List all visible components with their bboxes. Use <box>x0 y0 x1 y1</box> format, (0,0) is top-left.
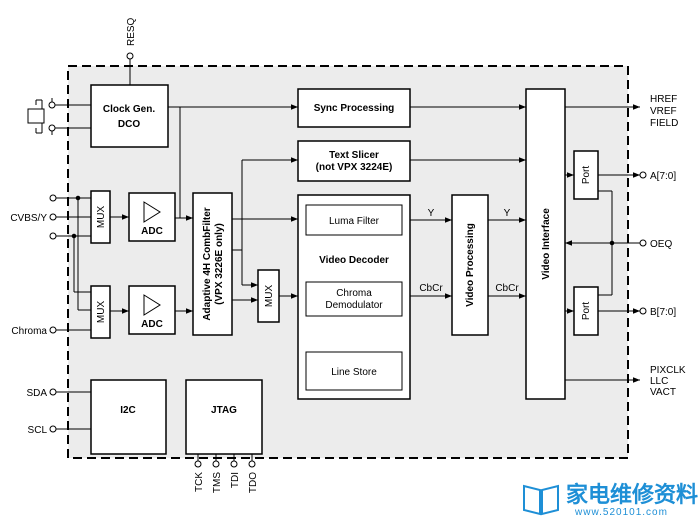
adc-top-label: ADC <box>141 226 163 237</box>
signal-cbcr-label-1: CbCr <box>419 283 443 294</box>
pin-oeq-label: OEQ <box>650 239 672 250</box>
text-slicer-block <box>297 140 411 182</box>
luma-filter-label: Luma Filter <box>329 216 380 227</box>
pin-scl-label: SCL <box>28 425 48 436</box>
port-b-block <box>573 286 599 336</box>
video-decoder-label: Video Decoder <box>319 255 389 266</box>
mux-top-block <box>90 190 111 244</box>
jtag-block <box>185 379 263 455</box>
mux-mid-block <box>257 269 280 323</box>
mux-mid-label: MUX <box>264 285 275 308</box>
pin-sda-label: SDA <box>26 388 47 399</box>
pin-cvbs-y-label: CVBS/Y <box>10 213 47 224</box>
port-a-label: Port <box>581 166 592 185</box>
pin-field-label: FIELD <box>650 118 678 129</box>
crystal-icon <box>27 108 45 124</box>
video-processing-label: Video Processing <box>465 223 476 307</box>
video-interface-block <box>525 88 566 400</box>
clock-gen-block <box>90 84 169 148</box>
signal-y-label-2: Y <box>504 208 511 219</box>
pin-href-label: HREF <box>650 94 677 105</box>
pin-b70-label: B[7:0] <box>650 307 676 318</box>
sync-processing-block <box>297 88 411 128</box>
pin-pixclk-label: PIXCLK <box>650 365 686 376</box>
port-b-label: Port <box>581 302 592 321</box>
book-logo-icon <box>523 484 559 516</box>
watermark: 家电维修资料网 www.520101.com <box>523 482 698 518</box>
pin-llc-label: LLC <box>650 376 668 387</box>
adc-triangle-icon <box>143 294 161 316</box>
sync-processing-label: Sync Processing <box>314 103 395 114</box>
pin-resq-label: RESQ <box>126 17 137 46</box>
inner-blocks <box>305 204 403 391</box>
chroma-demodulator-block <box>305 281 403 317</box>
watermark-text: 家电维修资料网 <box>566 482 698 508</box>
adc-bottom-label: ADC <box>141 319 163 330</box>
pin-tck-label: TCK <box>194 472 205 492</box>
pin-tdo-label: TDO <box>248 472 259 493</box>
adc-triangle-icon <box>143 201 161 223</box>
combfilter-label: Adaptive 4H CombFilter <box>202 207 213 320</box>
mux-bottom-label: MUX <box>96 301 107 324</box>
pin-vact-label: VACT <box>650 387 676 398</box>
mux-top-label: MUX <box>96 206 107 229</box>
combfilter-sub-label: (VPX 3226E only) <box>214 223 225 305</box>
text-slicer-label: Text Slicer <box>329 150 379 161</box>
demodulator-label: Demodulator <box>325 300 383 311</box>
video-processing-block <box>451 194 489 336</box>
signal-cbcr-label-2: CbCr <box>495 283 519 294</box>
line-store-label: Line Store <box>331 367 377 378</box>
clock-gen-label: Clock Gen. <box>103 104 155 115</box>
pin-circles <box>48 52 647 468</box>
adc-bottom-block <box>128 285 176 335</box>
pin-vref-label: VREF <box>650 106 677 117</box>
line-store-block <box>305 351 403 391</box>
jtag-label: JTAG <box>211 405 237 416</box>
dco-label: DCO <box>118 119 140 130</box>
mux-bottom-block <box>90 285 111 339</box>
pin-a70-label: A[7:0] <box>650 171 676 182</box>
watermark-url: www.520101.com <box>574 507 668 518</box>
luma-filter-block <box>305 204 403 236</box>
chroma-label: Chroma <box>336 288 372 299</box>
i2c-label: I2C <box>120 405 136 416</box>
pin-tms-label: TMS <box>212 472 223 493</box>
pin-chroma-label: Chroma <box>11 326 47 337</box>
port-a-block <box>573 150 599 200</box>
video-interface-label: Video Interface <box>541 208 552 280</box>
signal-y-label-1: Y <box>428 208 435 219</box>
pin-tdi-label: TDI <box>230 472 241 488</box>
text-slicer-sub-label: (not VPX 3224E) <box>316 162 393 173</box>
combfilter-block <box>192 192 233 336</box>
i2c-block <box>90 379 167 455</box>
